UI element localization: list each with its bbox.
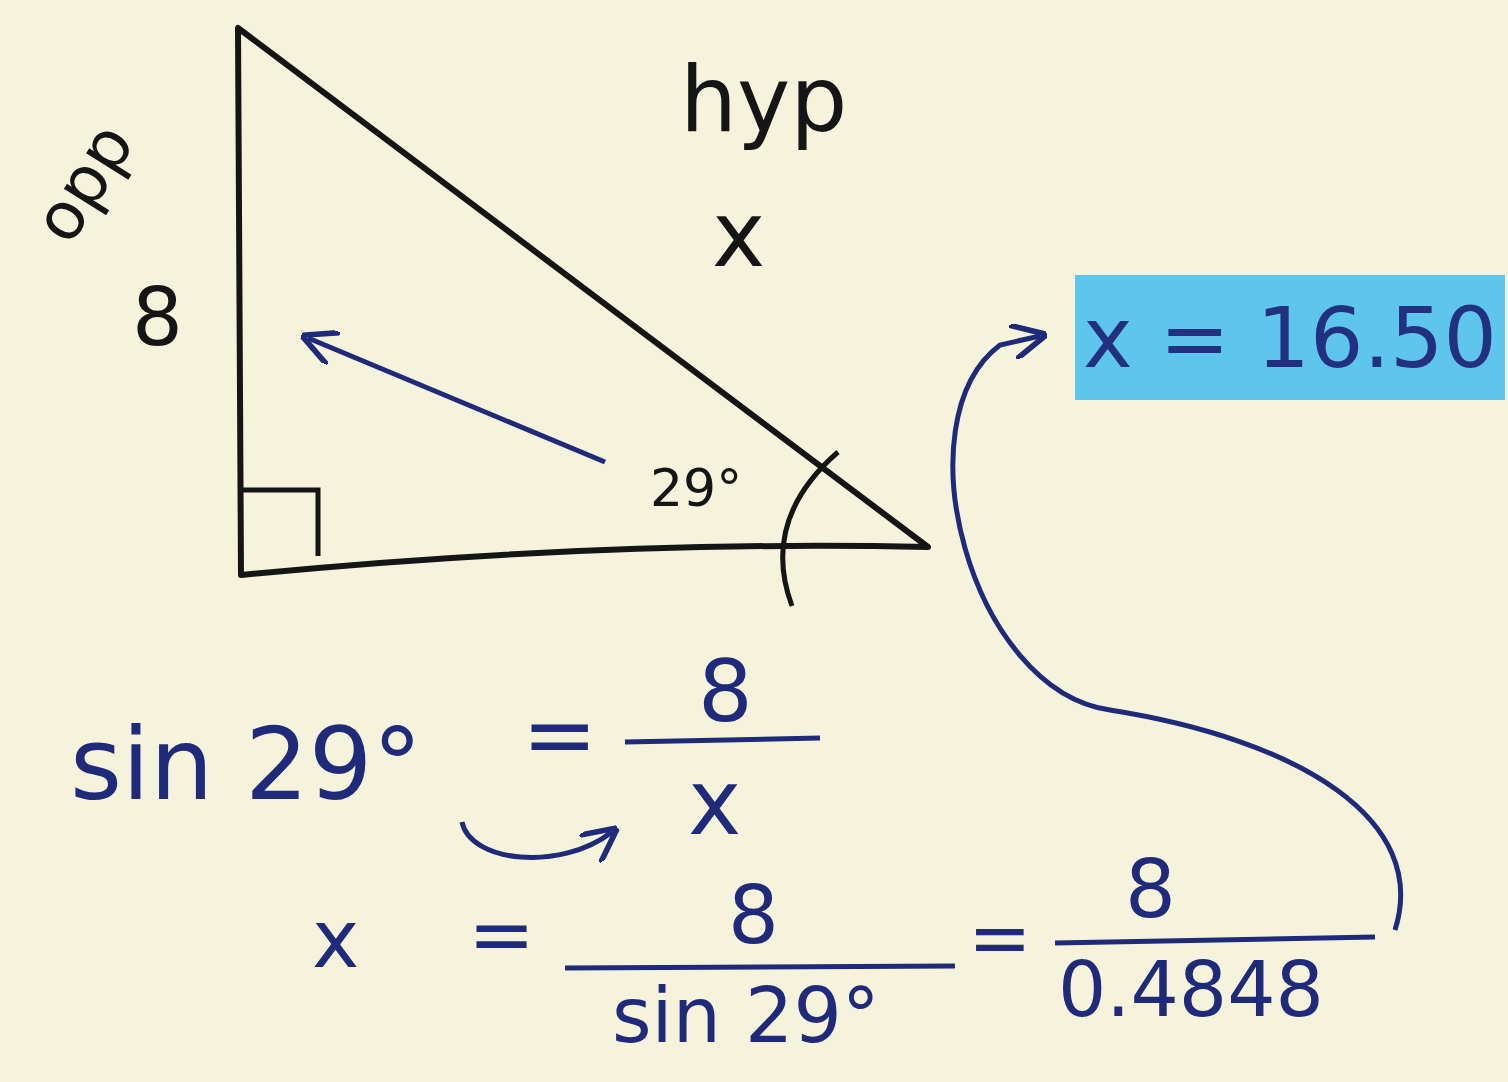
fraction-bar bbox=[1055, 937, 1375, 943]
handwritten-label: 8 bbox=[698, 648, 753, 734]
handwritten-label: = bbox=[968, 900, 1032, 976]
handwritten-label: 29° bbox=[650, 462, 742, 514]
handwritten-label: 8 bbox=[728, 876, 779, 956]
pointer-arrow bbox=[308, 338, 605, 462]
handwritten-label: x bbox=[688, 758, 741, 848]
handwritten-label: 0.4848 bbox=[1058, 952, 1324, 1028]
handwritten-label: sin 29° bbox=[70, 715, 422, 815]
fraction-bar bbox=[625, 738, 820, 742]
handwritten-label: = bbox=[522, 690, 597, 780]
highlight-band: x = 16.50 bbox=[1075, 275, 1505, 400]
right-triangle bbox=[238, 28, 928, 575]
handwritten-label: sin 29° bbox=[612, 978, 880, 1054]
handwritten-label: 8 bbox=[1125, 850, 1176, 930]
handwritten-label: = bbox=[468, 895, 535, 975]
result-arrow bbox=[953, 336, 1401, 930]
swap-arrow bbox=[462, 822, 612, 857]
handwritten-label: x bbox=[312, 900, 359, 980]
handwritten-label: 8 bbox=[132, 278, 183, 358]
handwritten-label: x bbox=[712, 190, 765, 280]
right-angle-mark bbox=[242, 490, 318, 556]
angle-arc bbox=[783, 452, 838, 606]
result-text: x = 16.50 bbox=[1083, 296, 1497, 380]
fraction-bar bbox=[565, 966, 955, 968]
handwritten-label: opp bbox=[23, 113, 145, 253]
handwritten-label: hyp bbox=[680, 55, 847, 145]
